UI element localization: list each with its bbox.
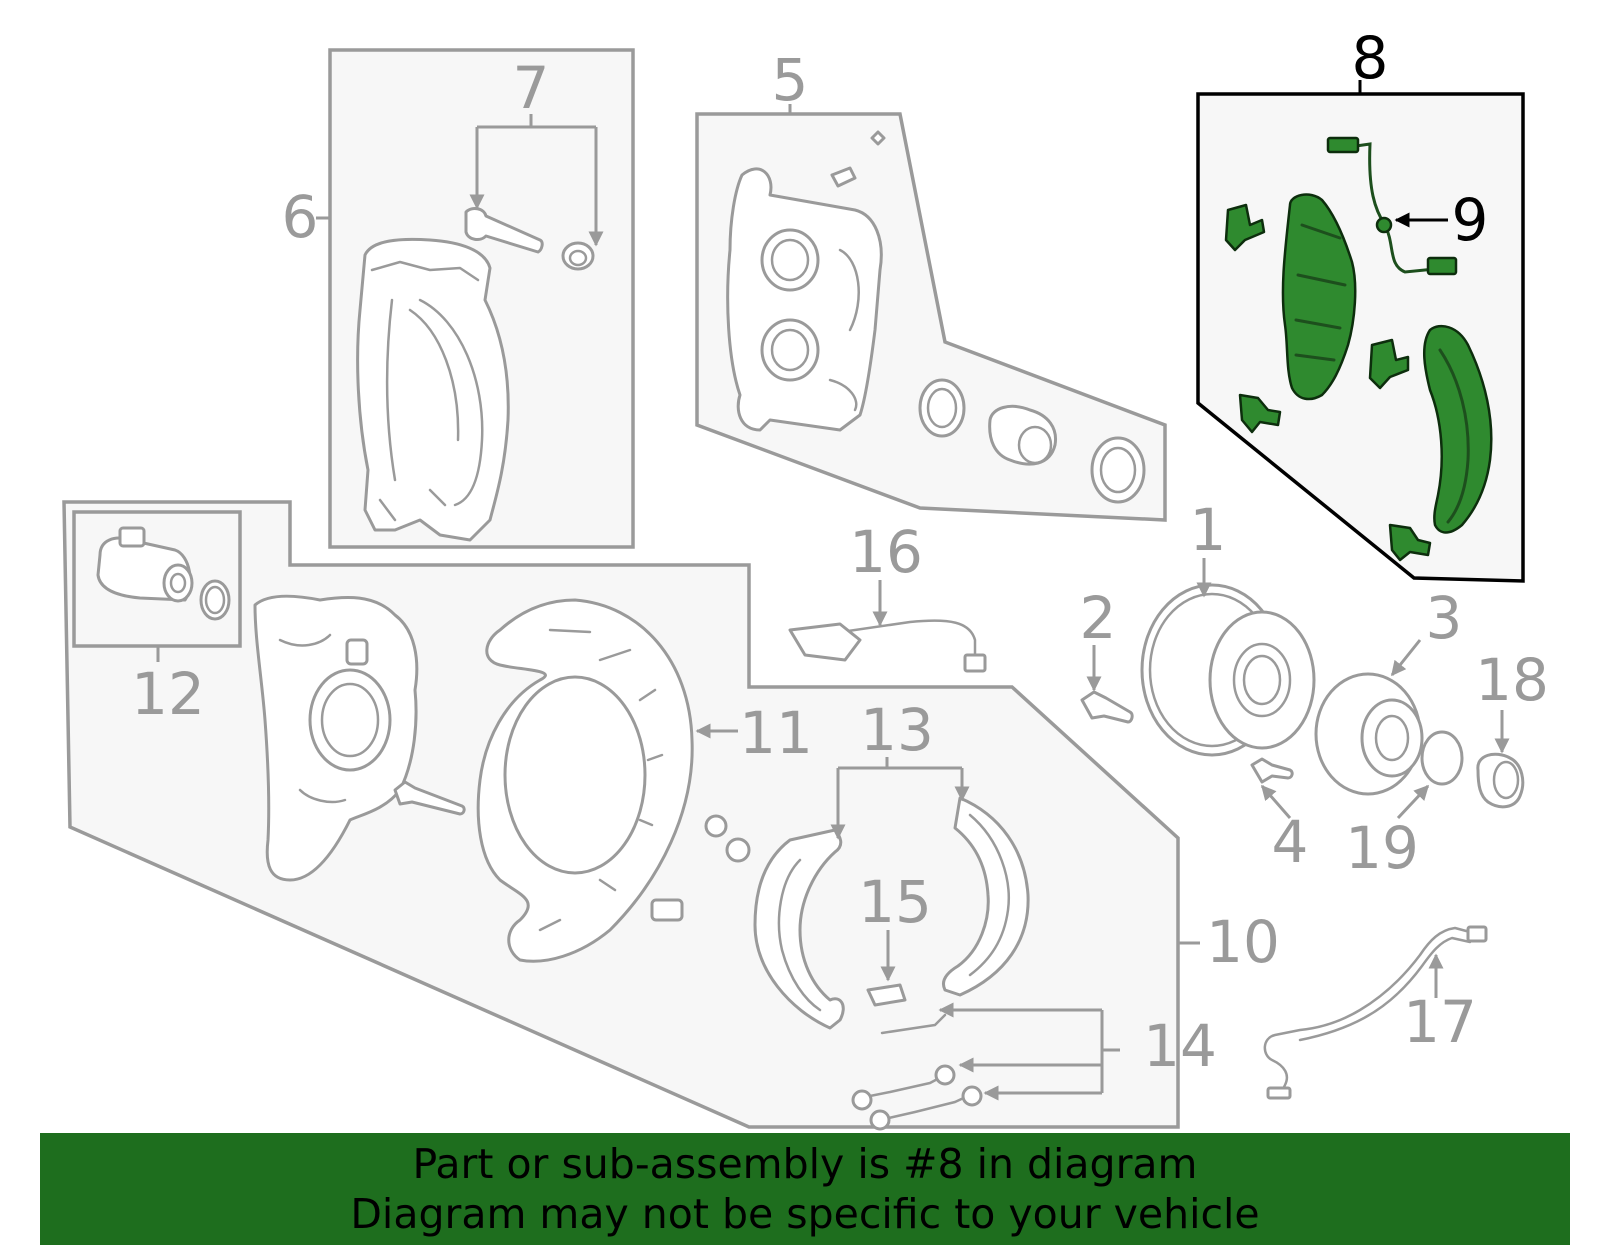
part-16-brake-hose[interactable] <box>788 619 987 673</box>
callout-10[interactable]: 10 <box>1206 908 1280 976</box>
banner-line-2: Diagram may not be specific to your vehi… <box>350 1190 1260 1238</box>
part-4-wheel-stud[interactable] <box>1250 757 1294 784</box>
part-3-wheel-hub[interactable] <box>1314 672 1424 796</box>
callout-7[interactable]: 7 <box>513 54 550 122</box>
callout-17[interactable]: 17 <box>1403 988 1477 1056</box>
part-1-brake-rotor[interactable] <box>1140 583 1316 757</box>
callout-11[interactable]: 11 <box>739 699 813 767</box>
callout-16[interactable]: 16 <box>849 518 923 586</box>
callout-8[interactable]: 8 <box>1352 24 1389 92</box>
callout-5[interactable]: 5 <box>772 46 809 114</box>
info-banner: Part or sub-assembly is #8 in diagram Di… <box>40 1133 1570 1245</box>
callout-3[interactable]: 3 <box>1426 584 1463 652</box>
callout-6[interactable]: 6 <box>282 183 319 251</box>
box-6-caliper-bracket-group[interactable] <box>328 48 635 549</box>
callout-9[interactable]: 9 <box>1452 186 1489 254</box>
callout-14[interactable]: 14 <box>1143 1012 1217 1080</box>
box-5-caliper-group[interactable] <box>695 112 1167 522</box>
box-8-brake-pad-kit-group[interactable] <box>1196 92 1525 583</box>
banner-line-1: Part or sub-assembly is #8 in diagram <box>412 1140 1198 1188</box>
part-18-hub-nut[interactable] <box>1476 752 1525 809</box>
callout-15[interactable]: 15 <box>858 868 932 936</box>
box-10-backing-plate-group[interactable] <box>62 500 1180 1131</box>
callout-19[interactable]: 19 <box>1345 814 1419 882</box>
callout-13[interactable]: 13 <box>860 696 934 764</box>
callout-4[interactable]: 4 <box>1272 808 1309 876</box>
part-2-bolt[interactable] <box>1080 690 1134 724</box>
part-19-o-ring[interactable] <box>1420 730 1464 786</box>
callout-2[interactable]: 2 <box>1080 584 1117 652</box>
callout-18[interactable]: 18 <box>1475 646 1549 714</box>
callout-12[interactable]: 12 <box>131 660 205 728</box>
callout-1[interactable]: 1 <box>1190 496 1227 564</box>
part-17-sensor-harness[interactable] <box>1263 925 1488 1100</box>
